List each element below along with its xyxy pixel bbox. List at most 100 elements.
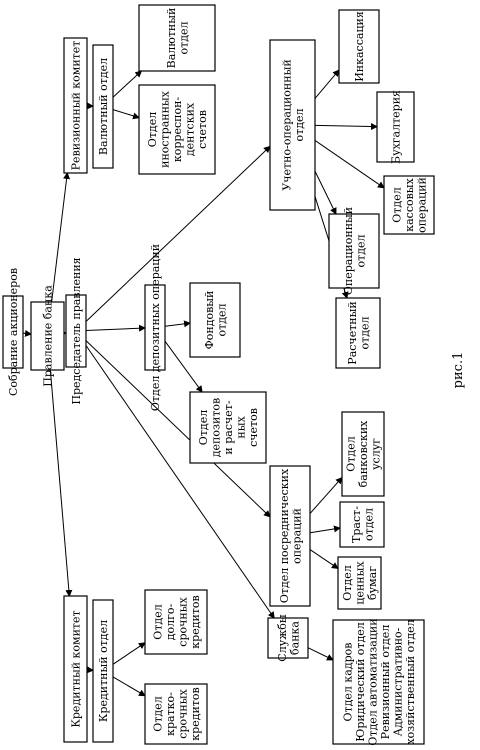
node-box: [328, 213, 380, 289]
node-credit-comm: Кредитный комитет: [63, 595, 88, 743]
node-label-line: хозяйственный отдел: [404, 619, 417, 744]
node-box: [267, 617, 309, 659]
node-label: Председатель правления: [70, 257, 83, 404]
node-shareholders: Собрание акционеров: [2, 268, 24, 396]
node-box: [138, 84, 216, 175]
node-label: Валютныйотдел: [165, 8, 191, 69]
node-label-line: дентских: [184, 102, 197, 156]
arrow-accounting_ops-to-collection: [314, 69, 340, 99]
arrow-accounting_ops-to-operations: [314, 170, 337, 215]
node-label: Кредитный комитет: [70, 610, 83, 727]
node-box: [189, 391, 267, 464]
org-units: Собрание акционеров Правление банка Предсе…: [2, 4, 435, 746]
node-label: Операционныйотдел: [342, 207, 368, 295]
node-label-line: Административно-: [391, 627, 404, 736]
node-label-line: Ревизионный отдел: [379, 625, 392, 740]
node-fx-dept: Валютныйотдел: [138, 4, 216, 72]
arrow-shareholders-to-board: [22, 329, 32, 337]
node-label-line: срочных: [176, 689, 189, 739]
node-operations: Операционныйотдел: [328, 207, 380, 295]
node-label: Правление банка: [42, 285, 55, 387]
arrow-chairman-to-deposit_ops: [85, 324, 146, 332]
node-label: Ревизионный комитет: [70, 41, 83, 171]
node-label-line: и расчет-: [222, 400, 235, 454]
node-label: Отдел посредническихопераций: [278, 468, 304, 603]
node-label-line: отдел: [354, 235, 367, 268]
node-intermediary: Отдел посредническихопераций: [269, 465, 311, 607]
arrow-accounting_ops-to-bookkeeping: [314, 123, 378, 131]
node-box: [383, 175, 435, 235]
node-label: Службыбанка: [276, 614, 302, 662]
node-label: Учетно-операционныйотдел: [280, 59, 306, 190]
node-label-line: отдел: [358, 317, 371, 350]
node-bookkeeping: Бухгалтерия: [376, 90, 415, 164]
arrow-deposit_ops-to-deposits: [164, 340, 203, 393]
node-box: [2, 295, 24, 369]
arrow-deposit_ops-to-fund: [164, 320, 191, 328]
node-label-line: банка: [288, 621, 301, 655]
node-label-line: Операционный: [342, 207, 355, 295]
node-box: [30, 301, 65, 371]
node-fund: Фондовыйотдел: [189, 282, 241, 358]
node-deposits: Отделдепозитови расчет-ныхсчетов: [189, 391, 267, 464]
node-label-line: Отдел: [151, 604, 164, 639]
node-label: Отдел кадровЮридический отделОтдел автом…: [341, 618, 417, 745]
arrow-intermediary-to-securities: [309, 549, 339, 570]
node-label-line: Отдел кадров: [341, 643, 354, 722]
node-box: [339, 501, 385, 548]
node-label-line: Отдел: [341, 565, 354, 600]
node-cash: Отделкассовыхопераций: [383, 175, 435, 235]
node-label: Отделдепозитови расчет-ныхсчетов: [197, 398, 260, 457]
node-settlement: Расчетныйотдел: [335, 297, 381, 369]
node-label: Расчетныйотдел: [346, 301, 372, 364]
node-label-line: отдел: [177, 22, 190, 55]
node-label-line: услуг: [370, 438, 383, 470]
node-label-line: Фондовый: [203, 291, 216, 350]
node-box: [332, 619, 425, 745]
node-label: Собрание акционеров: [7, 268, 20, 396]
node-accounting-ops: Учетно-операционныйотдел: [269, 39, 316, 211]
node-label-line: Кредитный комитет: [70, 610, 83, 727]
node-label: Бухгалтерия: [390, 90, 403, 164]
arrow-credit_main-to-short_credit: [112, 676, 146, 697]
node-label-line: отдел: [362, 508, 375, 541]
node-collection: Инкассация: [338, 9, 380, 84]
node-label-line: иностранных: [159, 90, 172, 168]
node-label-line: Инкассация: [353, 11, 366, 82]
node-label-line: Отдел: [391, 187, 404, 222]
node-label-line: Юридический отдел: [354, 622, 367, 742]
node-label: Валютный отдел: [97, 58, 110, 155]
node-bank-services: Отделбанковскихуслуг: [341, 411, 385, 497]
figure-caption: рис.1: [451, 352, 466, 389]
node-label-line: Председатель правления: [70, 257, 83, 404]
node-label-line: банковских: [357, 420, 370, 488]
node-box: [269, 39, 316, 211]
arrow-board-to-credit_comm: [49, 369, 73, 597]
node-label-line: долго-: [164, 603, 177, 640]
node-label-line: кратко-: [164, 692, 177, 736]
node-label-line: ных: [235, 416, 248, 439]
arrow-intermediary-to-trust: [309, 525, 341, 534]
node-securities: Отделценныхбумаг: [337, 556, 382, 610]
node-label-line: Бухгалтерия: [390, 90, 403, 164]
node-label-line: Расчетный: [346, 301, 359, 364]
node-box: [337, 556, 382, 610]
arrow-intermediary-to-bank_services: [309, 476, 343, 514]
node-staff: Отдел кадровЮридический отделОтдел автом…: [332, 618, 425, 746]
node-label-line: ценных: [354, 561, 367, 605]
node-label-line: Отдел автоматизации: [366, 618, 379, 745]
node-label-line: счетов: [247, 408, 260, 447]
arrow-credit_main-to-long_credit: [112, 642, 146, 665]
node-box: [341, 411, 385, 497]
node-label: Траст-отдел: [350, 506, 376, 543]
node-label: Отделиностранныхкорреспон-дентскихсчетов: [146, 90, 209, 168]
node-box: [189, 282, 241, 358]
node-box: [92, 599, 114, 743]
node-label: Отдел депозитных операций: [149, 244, 162, 411]
node-label-line: Отдел: [345, 436, 358, 471]
node-label-line: кассовых: [403, 177, 416, 231]
node-label-line: отдел: [293, 109, 306, 142]
node-label-line: Отдел: [151, 696, 164, 731]
node-label-line: Учетно-операционный: [280, 59, 293, 190]
node-credit-main: Кредитный отдел: [92, 599, 114, 743]
